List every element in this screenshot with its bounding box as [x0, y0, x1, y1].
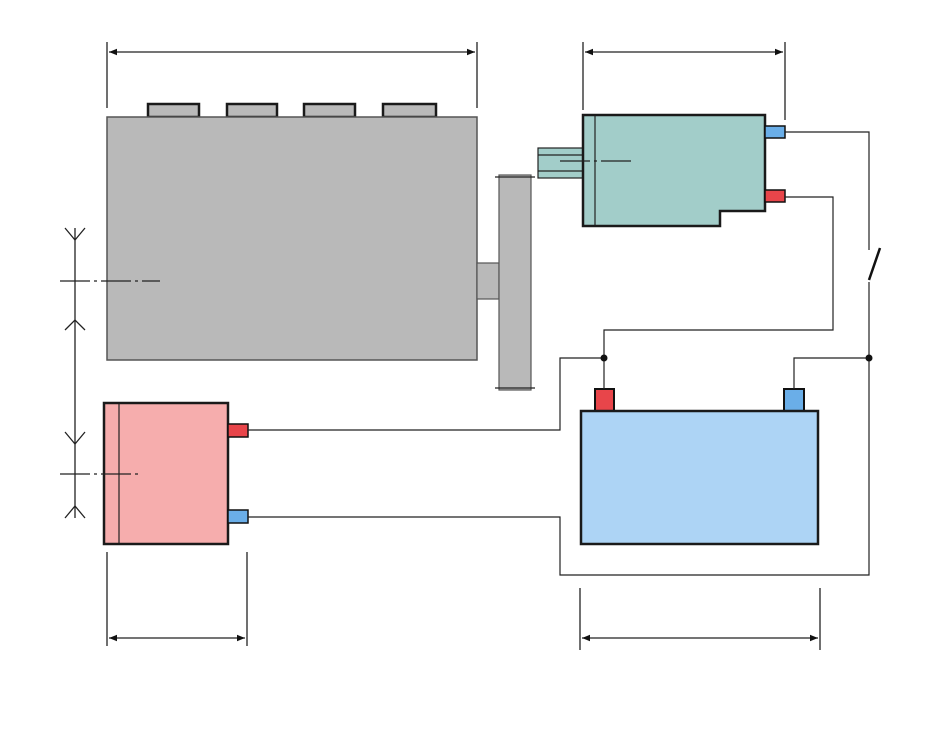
engine-tab: [302, 102, 357, 119]
engine-block: [60, 102, 535, 391]
engine-tab: [146, 102, 201, 119]
dimension-arrow: [64, 504, 86, 519]
battery-body: [579, 409, 820, 546]
alternator: [60, 401, 249, 546]
starter-motor: [537, 113, 786, 228]
ignition-switch: [867, 247, 882, 281]
wire-alternator-positive: [248, 357, 604, 431]
wire-battery-negative: [793, 357, 869, 389]
starter-negative-terminal: [764, 125, 786, 139]
engine-tab: [225, 102, 279, 119]
engine-body: [106, 116, 478, 361]
battery: [579, 388, 820, 546]
junction-dot: [865, 354, 873, 362]
junction-dot: [600, 354, 608, 362]
starter-body: [581, 113, 767, 228]
wire-starter-positive: [603, 196, 834, 389]
wire-starter-negative: [785, 131, 870, 250]
dimension-arrow: [64, 431, 86, 446]
wiring: [248, 131, 882, 576]
dimension-lines: [64, 42, 821, 650]
dimension-arrow: [64, 227, 86, 242]
engine-shaft: [476, 262, 500, 300]
battery-negative-terminal: [783, 388, 805, 412]
starter-pinion: [537, 147, 584, 179]
flywheel: [498, 174, 532, 391]
wire-ground-return: [248, 282, 870, 576]
engine-tab: [381, 102, 438, 119]
alternator-negative-terminal: [227, 509, 249, 524]
battery-positive-terminal: [594, 388, 615, 412]
starter-positive-terminal: [764, 189, 786, 203]
dimension-arrow: [64, 319, 86, 331]
alternator-positive-terminal: [227, 423, 249, 438]
